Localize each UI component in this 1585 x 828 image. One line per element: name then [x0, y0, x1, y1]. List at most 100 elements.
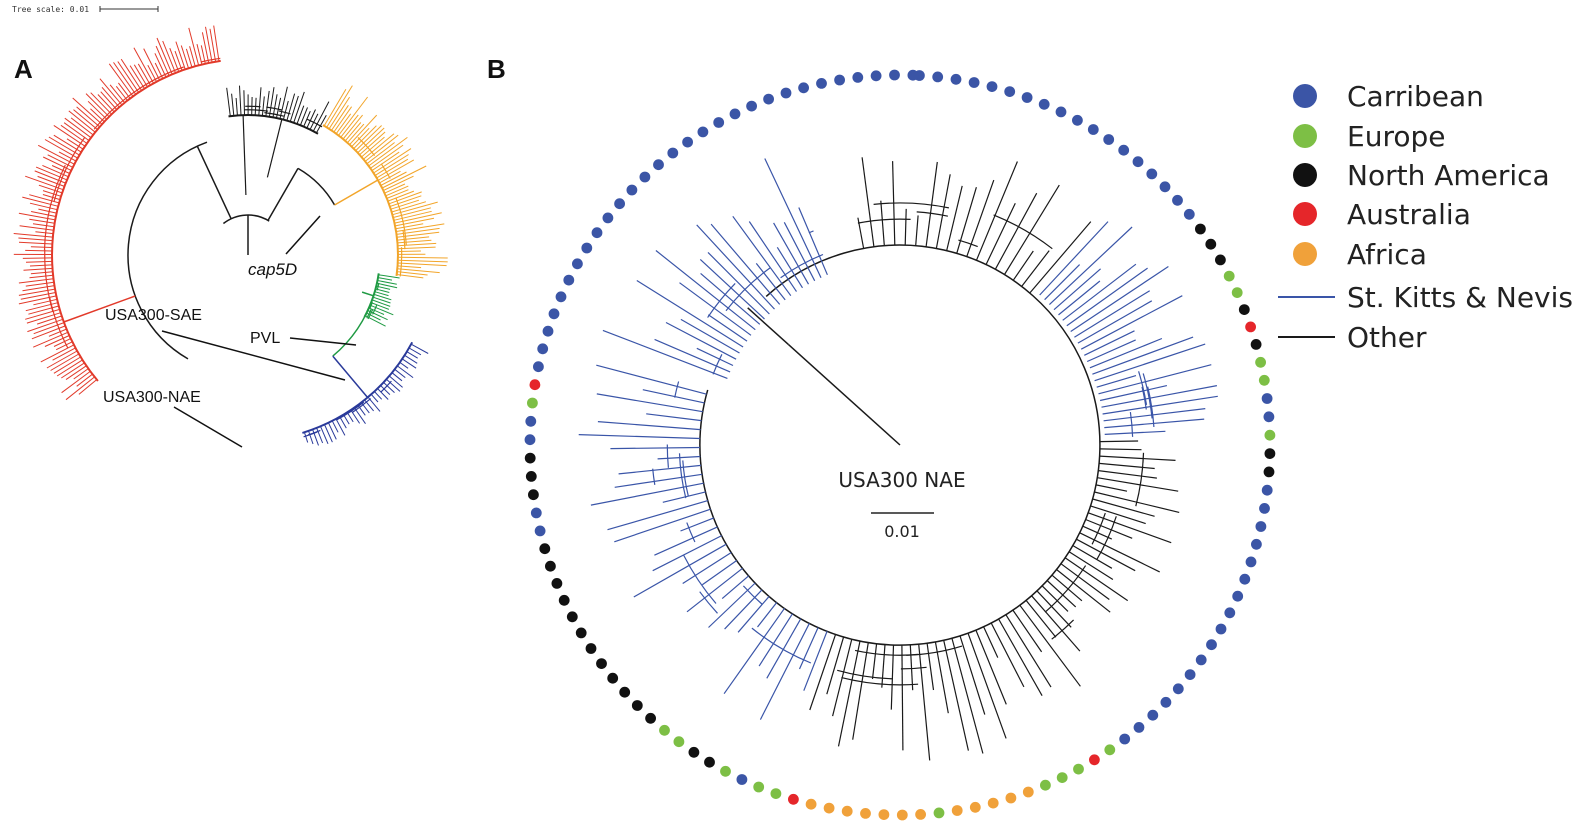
panel-a-tip-branch	[65, 376, 95, 401]
panel-a-tip-branch	[353, 125, 377, 149]
panel-b-clade-4	[809, 604, 1081, 761]
panel-b-tip-branch	[679, 282, 752, 336]
panel-b-tip-branch	[967, 632, 1007, 739]
panel-b-tip-branch	[832, 638, 853, 717]
panel-b-tip-branch	[652, 535, 722, 572]
region-dot	[525, 471, 537, 482]
panel-b-subclade-arc	[652, 468, 656, 485]
panel-a-tip-branch	[377, 277, 393, 281]
legend: Carribean Europe North America Australia…	[1278, 80, 1573, 354]
region-dot	[548, 308, 560, 320]
panel-b-tip-branch	[607, 500, 709, 531]
region-dot	[1004, 86, 1016, 97]
panel-b-clade-5	[633, 517, 828, 720]
panel-a-tip-branch	[29, 264, 53, 267]
panel-b-tip-branch	[975, 161, 1018, 261]
panel-b-tip-branch	[1094, 491, 1180, 513]
panel-a-subclade-arc	[329, 406, 356, 423]
region-dot	[1146, 168, 1158, 180]
panel-a-tip-branch	[272, 94, 278, 118]
panel-a-tip-branch	[155, 45, 170, 76]
panel-b-tip-branch	[578, 434, 701, 440]
region-dot	[1104, 744, 1116, 756]
panel-b-tip-branch	[871, 643, 878, 680]
panel-a-tip-branch	[60, 124, 88, 144]
region-dot	[596, 658, 607, 669]
region-dot	[788, 793, 799, 805]
panel-b-tip-branch	[1098, 364, 1212, 395]
panel-b-tip-branch	[1104, 418, 1205, 429]
panel-a-tip-branch	[286, 93, 296, 121]
panel-b-clade-3	[1025, 440, 1180, 652]
panel-a-tip-branch	[367, 310, 388, 321]
region-dot	[575, 627, 587, 639]
region-dot	[834, 74, 845, 86]
region-dot	[780, 87, 792, 99]
panel-a-tip-branch	[53, 338, 71, 347]
region-dot	[1172, 683, 1184, 695]
panel-b-tip-branch	[1096, 375, 1137, 388]
panel-b-tip-branch	[956, 187, 977, 254]
region-dot	[566, 611, 578, 623]
panel-b-tip-branch	[1056, 569, 1111, 613]
region-dot	[1261, 393, 1273, 404]
panel-a-tip-branch	[386, 378, 401, 392]
region-dot	[626, 184, 638, 196]
panel-a-tip-branch	[27, 318, 64, 333]
region-dot	[614, 198, 625, 210]
panel-b-subclade-arc	[674, 381, 680, 398]
region-dot	[823, 802, 835, 814]
panel-b-tip-branch	[1087, 512, 1172, 544]
panel-a-tip-branch	[44, 335, 70, 347]
panel-b-tip-branch	[1051, 574, 1083, 602]
panel-a-label: A	[14, 54, 33, 84]
panel-b-tip-branch	[1060, 563, 1110, 600]
panel-a-tip-branch	[397, 239, 432, 244]
panel-a-tip-branch	[392, 201, 438, 216]
panel-b-tip-branch	[852, 642, 869, 740]
panel-b-tip-branch	[909, 644, 914, 691]
panel-b-tip-branch	[724, 589, 763, 630]
panel-b-tip-branch	[757, 602, 778, 628]
panel-b-tip-branch	[1080, 295, 1183, 350]
region-dot	[1255, 521, 1267, 532]
panel-b-tip-branch	[1029, 221, 1092, 294]
panel-a-tip-branch	[397, 365, 414, 379]
panel-b-tip-branch	[710, 223, 781, 305]
panel-a-tip-branch	[35, 166, 68, 181]
panel-a-tip-branch	[189, 46, 196, 67]
panel-b-clade-6	[578, 364, 711, 543]
region-dot	[530, 507, 542, 519]
panel-a-tip-branch	[410, 343, 429, 354]
panel-a-core-branch	[332, 355, 369, 398]
panel-b-tip-branch	[892, 161, 896, 246]
panel-b-tip-branch	[1070, 266, 1169, 332]
panel-a-tip-branch	[137, 63, 151, 86]
panel-b-tip-branch	[590, 482, 704, 506]
panel-b-tip-branch	[1094, 343, 1206, 382]
panel-b-subclade-arc	[699, 591, 718, 614]
panel-a-tip-branch	[188, 27, 200, 66]
panel-a-core-branch	[63, 295, 136, 323]
panel-a-tip-branch	[258, 87, 262, 116]
panel-b-tip-branch	[1044, 264, 1081, 301]
region-dot	[682, 136, 693, 148]
panel-a-tip-branch	[133, 47, 154, 84]
panel-a-tip-branch	[397, 259, 448, 263]
panel-b-tip-branch	[759, 623, 810, 720]
panel-a-tip-branch	[364, 399, 374, 412]
panel-a-tip-branch	[120, 58, 142, 91]
panel-a-tip-branch	[312, 429, 319, 446]
region-dot	[563, 274, 575, 286]
panel-a-tip-branch	[53, 356, 81, 374]
panel-a-tip-branch	[333, 106, 353, 133]
panel-b-tip-branch	[680, 318, 740, 354]
panel-b-tip-branch	[665, 321, 737, 360]
panel-b-tip-branch	[803, 630, 828, 691]
region-dot	[1056, 772, 1068, 783]
panel-a-tip-branch	[339, 416, 347, 429]
panel-b-tip-branch	[614, 508, 711, 543]
panel-a-tip-branch	[47, 154, 73, 168]
panel-b-tip-branch	[748, 221, 797, 292]
